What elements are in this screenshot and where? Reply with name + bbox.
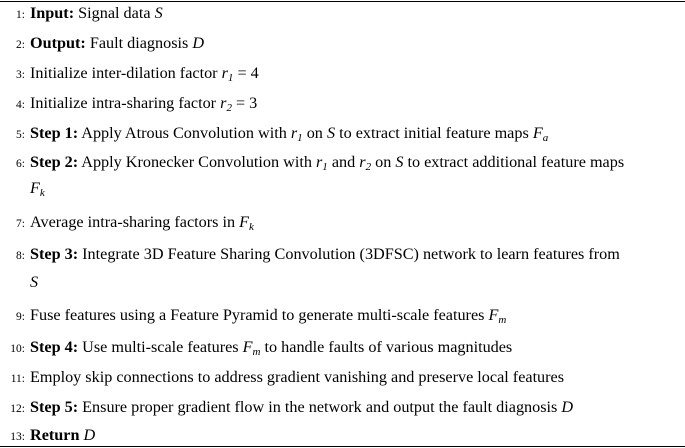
line-text: Integrate 3D Feature Sharing Convolution… xyxy=(78,245,620,263)
line-number: 10: xyxy=(10,343,25,355)
step-label: Step 5: xyxy=(30,398,79,416)
math-eq: = 4 xyxy=(233,64,259,82)
line-text: Signal data xyxy=(74,4,155,22)
line-text: on xyxy=(302,124,327,142)
math-var: S xyxy=(154,4,163,22)
line-text: Employ skip connections to address gradi… xyxy=(30,368,565,386)
line-text: Apply Kronecker Convolution with xyxy=(78,153,316,171)
line-text: to extract additional feature maps xyxy=(403,153,625,171)
math-var: F xyxy=(239,213,250,231)
line-text: Ensure proper gradient flow in the netwo… xyxy=(78,398,562,416)
line-number: 4: xyxy=(16,99,25,111)
math-var: r xyxy=(220,94,227,112)
math-var: r xyxy=(359,153,366,171)
step-label: Step 2: xyxy=(30,153,79,171)
line-number: 9: xyxy=(16,311,25,323)
line-number: 8: xyxy=(16,250,25,262)
math-var: F xyxy=(488,306,499,324)
output-label: Output: xyxy=(30,34,86,52)
math-var: r xyxy=(290,124,298,142)
line-text: Average intra-sharing factors in xyxy=(30,213,240,231)
line-number: 7: xyxy=(16,218,25,230)
math-sub: k xyxy=(39,187,45,199)
math-var: D xyxy=(561,398,574,416)
math-var: F xyxy=(532,124,543,142)
line-number: 3: xyxy=(16,69,25,81)
line-text: on xyxy=(371,153,396,171)
step-label: Step 3: xyxy=(30,245,79,263)
line-text: Fuse features using a Feature Pyramid to… xyxy=(30,306,489,324)
return-label: Return xyxy=(30,426,80,444)
math-sub: m xyxy=(498,314,507,326)
math-sub: a xyxy=(542,132,549,144)
math-var: S xyxy=(326,124,336,142)
math-var: F xyxy=(242,338,253,356)
step-label: Step 4: xyxy=(30,338,79,356)
math-var: S xyxy=(395,153,404,171)
line-number: 2: xyxy=(16,39,25,51)
top-rule xyxy=(0,1,685,2)
math-var: r xyxy=(221,64,228,82)
line-text: to handle faults of various magnitudes xyxy=(260,338,513,356)
line-text: Apply Atrous Convolution with xyxy=(78,124,291,142)
math-sub: 1 xyxy=(297,132,303,144)
math-sub: 1 xyxy=(227,72,234,84)
math-var: S xyxy=(30,273,39,291)
line-text: Initialize intra-sharing factor xyxy=(30,94,221,112)
math-sub: m xyxy=(252,346,261,358)
math-var: D xyxy=(192,34,205,52)
input-label: Input: xyxy=(30,4,75,22)
math-var: D xyxy=(83,426,96,444)
line-number: 6: xyxy=(16,158,25,170)
step-label: Step 1: xyxy=(30,124,79,142)
line-number: 12: xyxy=(10,403,25,415)
line-text: Fault diagnosis xyxy=(85,34,193,52)
line-text: Initialize inter-dilation factor xyxy=(30,64,222,82)
line-text: and xyxy=(327,153,360,171)
math-sub: 2 xyxy=(365,161,372,173)
math-eq: = 3 xyxy=(231,94,258,112)
line-number: 13: xyxy=(10,431,25,443)
math-sub: k xyxy=(249,221,254,233)
line-number: 11: xyxy=(10,373,25,385)
math-var: r xyxy=(315,153,323,171)
line-number: 1: xyxy=(16,9,25,21)
line-text: Use multi-scale features xyxy=(78,338,243,356)
line-text: to extract initial feature maps xyxy=(335,124,533,142)
math-var: F xyxy=(30,179,40,197)
line-number: 5: xyxy=(16,129,25,141)
math-sub: 2 xyxy=(226,102,232,114)
bottom-rule xyxy=(0,446,685,447)
math-sub: 1 xyxy=(322,161,328,173)
